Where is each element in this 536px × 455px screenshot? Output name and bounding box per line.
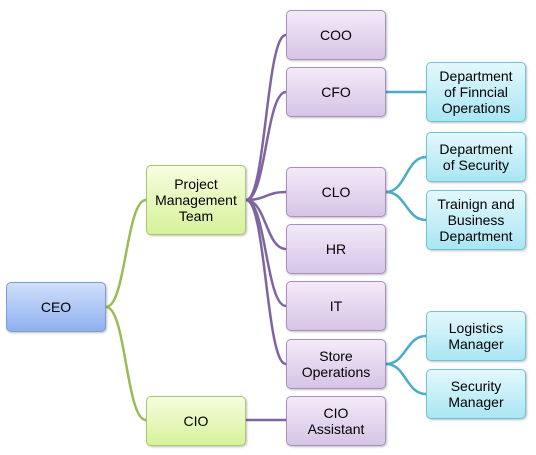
node-coo[interactable]: COO xyxy=(286,10,386,60)
node-cfo-label: CFO xyxy=(321,84,351,100)
node-it[interactable]: IT xyxy=(286,281,386,331)
node-dept-financial-operations-label: Department of Finncial Operations xyxy=(439,68,513,116)
node-cio-assistant-label: CIO Assistant xyxy=(307,405,365,437)
node-hr-label: HR xyxy=(325,241,347,257)
link-store-logistics xyxy=(385,334,427,366)
node-ceo[interactable]: CEO xyxy=(6,282,106,332)
node-dept-security[interactable]: Department of Security xyxy=(426,132,526,182)
node-project-management-team[interactable]: Project Management Team xyxy=(146,165,246,235)
link-clo-training xyxy=(385,190,427,222)
node-cio-label: CIO xyxy=(183,413,209,429)
link-store-secmgr xyxy=(385,362,427,396)
link-ceo-pmt xyxy=(105,198,147,309)
node-hr[interactable]: HR xyxy=(286,224,386,274)
node-security-manager-label: Security Manager xyxy=(448,378,504,410)
node-cio[interactable]: CIO xyxy=(146,396,246,446)
link-clo-security xyxy=(385,155,427,194)
node-security-manager[interactable]: Security Manager xyxy=(426,369,526,419)
node-training-business-dept-label: Trainign and Business Department xyxy=(437,196,515,244)
link-pmt-cfo xyxy=(245,90,287,202)
node-cio-assistant[interactable]: CIO Assistant xyxy=(286,396,386,446)
node-coo-label: COO xyxy=(320,27,352,43)
node-pmt-label: Project Management Team xyxy=(155,176,237,224)
node-store-operations-label: Store Operations xyxy=(301,348,371,380)
node-dept-security-label: Department of Security xyxy=(439,141,513,173)
node-clo[interactable]: CLO xyxy=(286,167,386,217)
link-pmt-coo xyxy=(245,33,287,202)
node-dept-financial-operations[interactable]: Department of Finncial Operations xyxy=(426,62,526,122)
node-ceo-label: CEO xyxy=(40,299,72,315)
node-store-operations[interactable]: Store Operations xyxy=(286,339,386,389)
node-cfo[interactable]: CFO xyxy=(286,67,386,117)
link-ceo-cio xyxy=(105,305,147,422)
link-pmt-store xyxy=(245,198,287,366)
node-logistics-manager[interactable]: Logistics Manager xyxy=(426,311,526,361)
node-clo-label: CLO xyxy=(321,184,351,200)
node-training-business-dept[interactable]: Trainign and Business Department xyxy=(426,190,526,250)
node-it-label: IT xyxy=(329,298,343,314)
node-logistics-manager-label: Logistics Manager xyxy=(448,320,504,352)
